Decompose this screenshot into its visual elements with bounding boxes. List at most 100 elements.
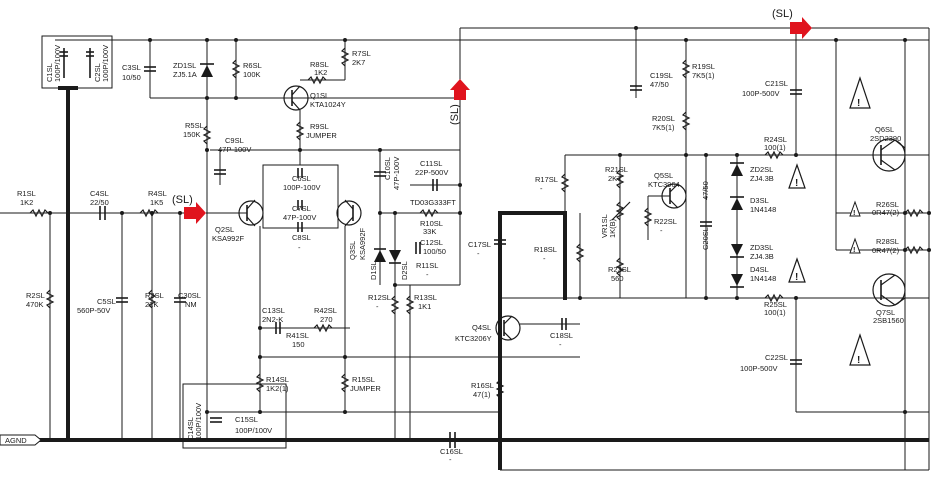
- svg-text:-: -: [449, 455, 452, 464]
- svg-text:C15SL: C15SL: [235, 415, 258, 424]
- r13-resistor: R13SL 1K1: [405, 285, 437, 440]
- svg-text:Q1SL: Q1SL: [310, 91, 329, 100]
- q6-transistor: Q6SL 2SD2390: [835, 40, 906, 250]
- r10-resistor: R10SL 33K: [419, 208, 443, 236]
- r8-resistor: R8SL 1K2: [300, 60, 345, 85]
- svg-text:C3SL: C3SL: [122, 63, 141, 72]
- svg-text:ZD2SL: ZD2SL: [750, 165, 773, 174]
- c12-capacitor: C12SL 100/50: [415, 238, 446, 256]
- td03g333ft-resistor: TD03G333FT: [380, 198, 460, 214]
- svg-text:47P-100V: 47P-100V: [218, 145, 251, 154]
- svg-text:22P-500V: 22P-500V: [415, 168, 448, 177]
- svg-text:(SL): (SL): [449, 104, 461, 125]
- r16-resistor: R16SL 47(1): [471, 379, 505, 399]
- svg-text:R41SL: R41SL: [286, 331, 309, 340]
- q7-transistor: Q7SL 2SB1560: [872, 273, 906, 325]
- zd1-zener: ZD1SL ZJ5.1A: [173, 40, 214, 98]
- r41-resistor: R41SL 150: [260, 331, 350, 358]
- svg-text:C22SL: C22SL: [765, 353, 788, 362]
- svg-text:KTC3206Y: KTC3206Y: [455, 334, 492, 343]
- c4-capacitor: C4SL 22/50: [90, 189, 109, 220]
- svg-text:470K: 470K: [26, 300, 44, 309]
- svg-text:100/50: 100/50: [423, 247, 446, 256]
- svg-text:C16SL: C16SL: [440, 447, 463, 456]
- r26-resistor: R26SL 0R47(2): [836, 200, 929, 218]
- svg-text:-: -: [376, 302, 379, 311]
- c16-capacitor: C16SL -: [440, 432, 463, 464]
- svg-text:(SL): (SL): [772, 8, 793, 20]
- r23-resistor: R23SL 560: [608, 257, 631, 283]
- svg-text:-: -: [660, 226, 663, 235]
- svg-text:100K: 100K: [243, 70, 261, 79]
- svg-text:100(1): 100(1): [764, 143, 786, 152]
- svg-text:0R47(2): 0R47(2): [872, 246, 900, 255]
- svg-text:150K: 150K: [183, 130, 201, 139]
- svg-text:270: 270: [320, 315, 333, 324]
- r17-resistor: R17SL -: [535, 155, 570, 213]
- r24-resistor: R24SL 100(1): [764, 135, 787, 160]
- svg-text:100P-500V: 100P-500V: [742, 89, 780, 98]
- c19-capacitor: C19SL 47/50: [630, 28, 673, 98]
- svg-text:100P-100V: 100P-100V: [283, 183, 321, 192]
- svg-text:!: !: [853, 208, 856, 217]
- c10-capacitor: C10SL 47P-100V: [374, 150, 401, 213]
- warning-triangle-icon: !: [849, 237, 861, 254]
- svg-text:560P-50V: 560P-50V: [77, 306, 110, 315]
- svg-text:R23SL: R23SL: [608, 265, 631, 274]
- svg-text:R12SL: R12SL: [368, 293, 391, 302]
- svg-text:R26SL: R26SL: [876, 200, 899, 209]
- svg-text:R11SL: R11SL: [416, 261, 438, 270]
- svg-text:C1SL: C1SL: [45, 63, 54, 82]
- r12-resistor: R12SL -: [368, 285, 400, 440]
- svg-text:R25SL: R25SL: [764, 300, 787, 309]
- sl-top-arrow: (SL): [772, 8, 812, 39]
- c9-capacitor: C9SL 47P-100V: [214, 136, 251, 185]
- r19-resistor: R19SL 7K5(1): [681, 59, 715, 80]
- svg-text:47(1): 47(1): [473, 390, 491, 399]
- svg-text:0R47(2): 0R47(2): [872, 208, 900, 217]
- svg-text:-: -: [540, 184, 543, 193]
- r3-resistor: R3SL 22K: [145, 289, 164, 309]
- svg-text:2K7: 2K7: [352, 58, 365, 67]
- svg-text:R42SL: R42SL: [314, 306, 337, 315]
- svg-text:R24SL: R24SL: [764, 135, 787, 144]
- svg-text:Q2SL: Q2SL: [215, 225, 234, 234]
- svg-text:!: !: [857, 98, 860, 109]
- svg-text:R13SL: R13SL: [414, 293, 437, 302]
- r42-resistor: R42SL 270: [313, 306, 337, 333]
- svg-text:R10SL: R10SL: [420, 219, 443, 228]
- c11-capacitor: C11SL 22P-500V: [410, 159, 460, 191]
- r7-resistor: R7SL 2K7: [340, 40, 371, 80]
- svg-text:D1SL: D1SL: [369, 261, 378, 280]
- r4-resistor: R4SL 1K5: [139, 189, 167, 218]
- r18-resistor: R18SL -: [534, 213, 585, 298]
- svg-text:D3SL: D3SL: [750, 196, 769, 205]
- warning-triangle-icon: !: [849, 333, 871, 366]
- svg-text:Q7SL: Q7SL: [876, 308, 895, 317]
- svg-text:-: -: [298, 243, 301, 252]
- c20-capacitor: 47/50 C20SL: [700, 155, 712, 298]
- svg-text:R6SL: R6SL: [243, 61, 262, 70]
- svg-text:R19SL: R19SL: [692, 62, 715, 71]
- svg-text:2K7: 2K7: [608, 174, 621, 183]
- svg-text:ZJ4.3B: ZJ4.3B: [750, 252, 774, 261]
- sl-input-arrow: (SL): [172, 194, 206, 224]
- svg-text:!: !: [853, 245, 856, 254]
- svg-text:33K: 33K: [423, 227, 436, 236]
- svg-text:Q5SL: Q5SL: [654, 171, 673, 180]
- svg-text:KSA992F: KSA992F: [212, 234, 245, 243]
- r1-resistor: R1SL 1K2: [17, 189, 49, 218]
- svg-text:C14SL: C14SL: [186, 417, 195, 440]
- r14-resistor: R14SL 1K2(1): [255, 226, 289, 412]
- svg-text:NM: NM: [185, 300, 197, 309]
- svg-text:ZD1SL: ZD1SL: [173, 61, 196, 70]
- svg-text:-: -: [543, 254, 546, 263]
- svg-text:47/50: 47/50: [650, 80, 669, 89]
- svg-text:1N4148: 1N4148: [750, 274, 776, 283]
- d3-diode: D3SL 1N4148: [730, 196, 776, 214]
- svg-text:-: -: [559, 340, 562, 349]
- r9-resistor: R9SL JUMPER: [295, 110, 337, 165]
- svg-text:R16SL: R16SL: [471, 381, 494, 390]
- svg-text:C30SL: C30SL: [178, 291, 201, 300]
- svg-text:1K2(1): 1K2(1): [266, 384, 289, 393]
